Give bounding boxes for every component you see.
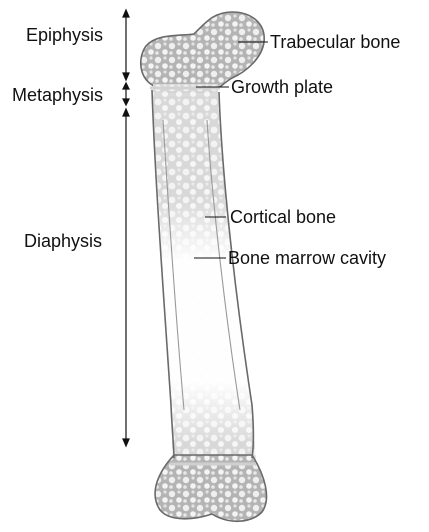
label-growth-plate: Growth plate bbox=[231, 77, 333, 97]
label-bone-marrow-cavity: Bone marrow cavity bbox=[228, 248, 386, 268]
label-diaphysis: Diaphysis bbox=[24, 231, 102, 251]
metaphysis-band bbox=[153, 84, 218, 98]
region-brackets bbox=[123, 10, 129, 446]
label-epiphysis: Epiphysis bbox=[26, 25, 103, 45]
label-metaphysis: Metaphysis bbox=[12, 85, 103, 105]
label-cortical-bone: Cortical bone bbox=[230, 207, 336, 227]
bone-shaft-fade bbox=[153, 96, 256, 462]
label-trabecular-bone: Trabecular bone bbox=[270, 32, 400, 52]
